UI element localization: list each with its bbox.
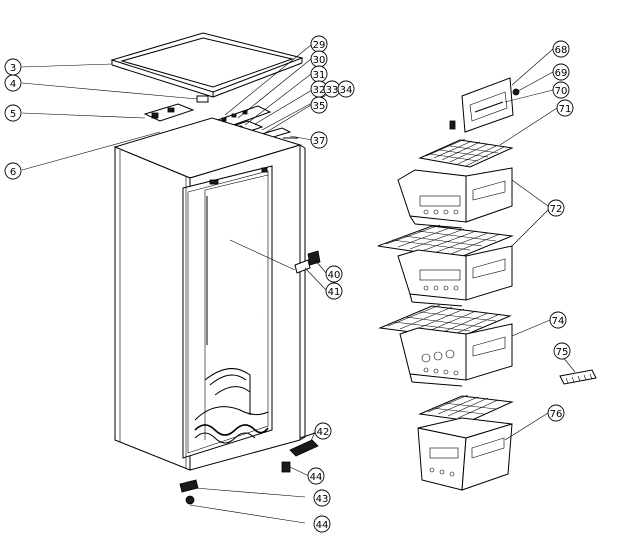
callout-44-top: 44 bbox=[307, 467, 325, 485]
svg-text:44: 44 bbox=[310, 472, 323, 483]
svg-text:3: 3 bbox=[10, 63, 16, 74]
bottom-compartment bbox=[194, 368, 269, 444]
callout-68: 68 bbox=[552, 40, 570, 58]
callouts: 3 4 5 6 29 30 31 32 33 34 35 37 40 41 42… bbox=[4, 35, 574, 533]
svg-text:68: 68 bbox=[555, 45, 568, 56]
svg-text:72: 72 bbox=[550, 204, 563, 215]
bottom-small-parts bbox=[179, 431, 319, 524]
thermostat-parts bbox=[229, 239, 321, 274]
small-clip-part bbox=[196, 95, 209, 103]
callout-4: 4 bbox=[4, 74, 22, 92]
callout-35: 35 bbox=[310, 96, 328, 114]
svg-text:69: 69 bbox=[555, 68, 568, 79]
svg-text:33: 33 bbox=[326, 85, 339, 96]
callout-37: 37 bbox=[310, 131, 328, 149]
svg-text:42: 42 bbox=[317, 427, 330, 438]
svg-text:35: 35 bbox=[313, 101, 326, 112]
svg-text:34: 34 bbox=[340, 85, 353, 96]
callout-6: 6 bbox=[4, 162, 22, 180]
svg-text:74: 74 bbox=[552, 316, 565, 327]
svg-text:4: 4 bbox=[10, 79, 16, 90]
callout-69: 69 bbox=[552, 63, 570, 81]
callout-5: 5 bbox=[4, 104, 22, 122]
svg-text:31: 31 bbox=[313, 70, 326, 81]
svg-text:44: 44 bbox=[316, 520, 329, 531]
callout-44-bottom: 44 bbox=[313, 515, 331, 533]
callout-72: 72 bbox=[547, 199, 565, 217]
svg-text:29: 29 bbox=[313, 40, 326, 51]
svg-text:76: 76 bbox=[550, 409, 563, 420]
svg-text:37: 37 bbox=[313, 136, 326, 147]
callout-31: 31 bbox=[310, 65, 328, 83]
flap-part bbox=[449, 77, 520, 133]
callout-70: 70 bbox=[552, 81, 570, 99]
callout-74: 74 bbox=[549, 311, 567, 329]
callout-76: 76 bbox=[547, 404, 565, 422]
drawer-2 bbox=[377, 224, 514, 307]
cabinet-body bbox=[113, 117, 306, 471]
callout-43: 43 bbox=[313, 489, 331, 507]
svg-text:32: 32 bbox=[313, 85, 326, 96]
drawer-assemblies bbox=[377, 77, 597, 491]
evaporator-shelves bbox=[206, 194, 263, 374]
ice-tray-part bbox=[559, 369, 597, 385]
svg-text:71: 71 bbox=[559, 104, 572, 115]
svg-text:5: 5 bbox=[10, 109, 16, 120]
svg-text:70: 70 bbox=[555, 86, 568, 97]
callout-41: 41 bbox=[325, 282, 343, 300]
svg-text:40: 40 bbox=[328, 270, 341, 281]
callout-34: 34 bbox=[337, 80, 355, 98]
callout-42: 42 bbox=[314, 422, 332, 440]
callout-33: 33 bbox=[323, 80, 341, 98]
callout-30: 30 bbox=[310, 50, 328, 68]
callout-75: 75 bbox=[553, 342, 571, 360]
top-cover-part bbox=[110, 32, 304, 98]
svg-text:41: 41 bbox=[328, 287, 341, 298]
callout-71: 71 bbox=[556, 99, 574, 117]
drawer-1 bbox=[397, 138, 514, 229]
freezer-cabinet bbox=[110, 32, 321, 524]
svg-text:75: 75 bbox=[556, 347, 569, 358]
callout-3: 3 bbox=[4, 58, 22, 76]
drawer-4 bbox=[417, 394, 514, 491]
callout-40: 40 bbox=[325, 265, 343, 283]
drawer-3 bbox=[378, 304, 513, 387]
svg-text:43: 43 bbox=[316, 494, 329, 505]
svg-text:6: 6 bbox=[10, 167, 16, 178]
svg-text:30: 30 bbox=[313, 55, 326, 66]
callout-29: 29 bbox=[310, 35, 328, 53]
leader-lines bbox=[21, 44, 576, 477]
